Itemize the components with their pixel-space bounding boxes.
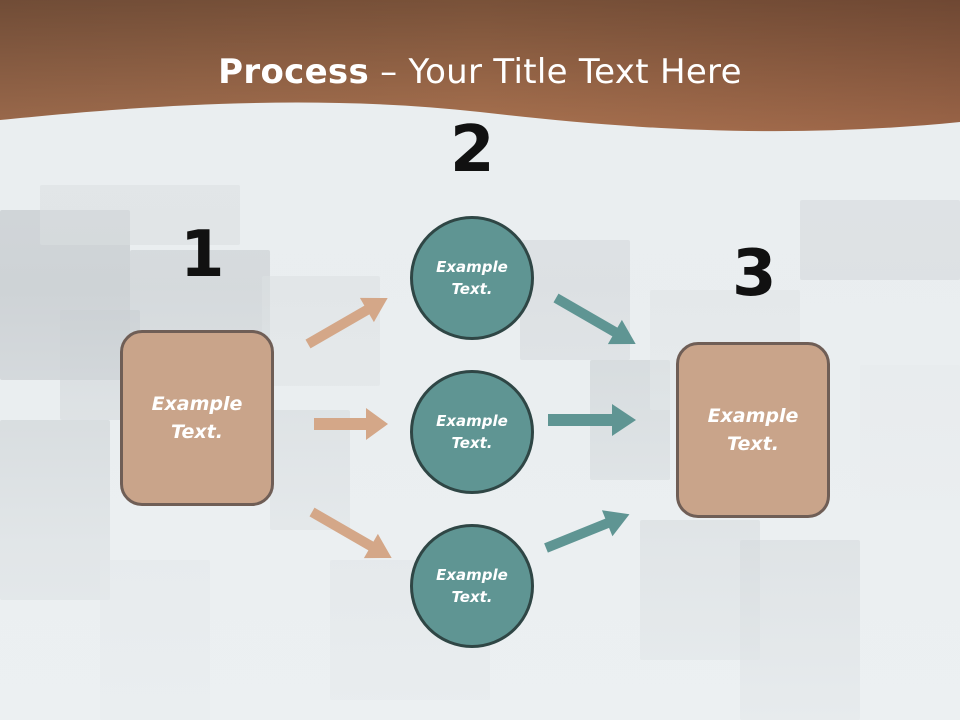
- step-number-2: 2: [450, 113, 495, 187]
- title-rest: – Your Title Text Here: [369, 52, 742, 92]
- tan-arrows: [305, 297, 392, 559]
- circle-middle-text-line1: Example: [436, 411, 508, 430]
- step-1-text-line1: Example: [151, 392, 243, 415]
- slide-title: Process – Your Title Text Here: [0, 52, 960, 92]
- step-3-text-line1: Example: [707, 404, 799, 427]
- step-number-1: 1: [180, 218, 225, 292]
- step-number-3: 3: [732, 237, 777, 311]
- circle-top-text-line1: Example: [436, 257, 508, 276]
- arrow-circle-bottom-to-3: [544, 510, 630, 553]
- circle-bottom-text-line1: Example: [436, 565, 508, 584]
- step-2-circle-middle: Example Text.: [410, 370, 534, 494]
- arrow-circle-top-to-3: [553, 293, 636, 345]
- arrow-1-to-circle-middle: [314, 408, 388, 440]
- header-band: [0, 0, 960, 132]
- step-3-text-line2: Text.: [727, 433, 779, 455]
- circle-top-text-line2: Text.: [451, 280, 493, 298]
- circle-middle-text-line2: Text.: [451, 434, 493, 452]
- step-1-text-line2: Text.: [171, 421, 223, 443]
- arrow-1-to-circle-top: [305, 297, 388, 349]
- teal-arrows: [544, 293, 636, 553]
- step-2-circle-bottom: Example Text.: [410, 524, 534, 648]
- step-2-circle-top: Example Text.: [410, 216, 534, 340]
- arrow-1-to-circle-bottom: [309, 507, 392, 559]
- circle-bottom-text-line2: Text.: [451, 588, 493, 606]
- step-3-box: Example Text.: [676, 342, 830, 518]
- step-1-box: Example Text.: [120, 330, 274, 506]
- title-bold: Process: [218, 52, 370, 92]
- arrow-circle-middle-to-3: [548, 404, 636, 436]
